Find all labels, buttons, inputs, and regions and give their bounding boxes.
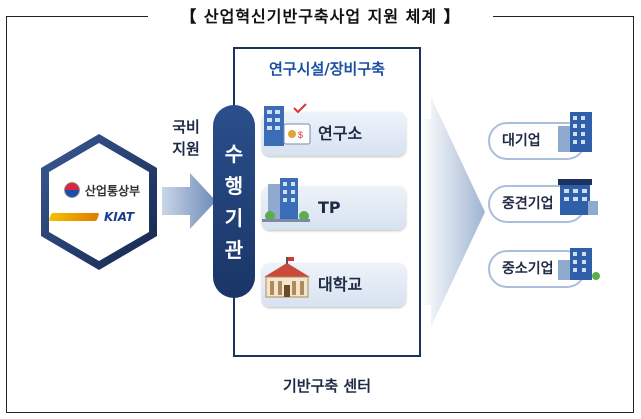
mid-company-icon: [558, 179, 598, 215]
funding-label: 국비 지원: [158, 116, 214, 160]
kiat-swoosh-icon: [48, 213, 100, 221]
small-company-icon: [558, 248, 600, 280]
institution-label: TP: [318, 198, 341, 217]
hexagon-shape: [41, 134, 157, 270]
center-footer: 기반구축 센터: [282, 377, 372, 395]
university-icon: [264, 257, 310, 298]
funding-label-line2: 지원: [172, 140, 200, 158]
company-label: 중소기업: [502, 261, 554, 277]
large-company-icon: [558, 112, 592, 152]
ministry-hexagon: 산업통상부 KIAT: [38, 132, 160, 272]
ministry-logo: 산업통상부: [52, 180, 152, 200]
taegeuk-icon: [63, 182, 80, 198]
company-mid: 중견기업: [488, 179, 598, 223]
funding-label-line1: 국비: [172, 118, 200, 136]
kiat-logo: KIAT: [48, 208, 150, 226]
institution-label: 대학교: [318, 275, 363, 294]
executor-pill: 수 행 기 관: [213, 105, 255, 298]
company-label: 중견기업: [502, 196, 554, 212]
company-label: 대기업: [502, 133, 541, 149]
institution-label: 연구소: [318, 124, 363, 143]
support-arrow-icon: [421, 97, 485, 327]
diagram-title: 【 산업혁신기반구축사업 지원 체계 】: [148, 6, 493, 28]
center-header: 연구시설/장비구축: [269, 60, 385, 78]
executor-char: 관: [224, 237, 244, 262]
institution-research: $ 연구소: [262, 103, 406, 156]
company-large: 대기업: [488, 112, 592, 160]
svg-text:$: $: [298, 130, 303, 140]
institution-tp: TP: [262, 178, 406, 230]
lab-building-icon: $: [264, 103, 311, 146]
office-building-icon: [262, 178, 310, 222]
executor-char: 기: [224, 205, 244, 230]
funding-arrow-icon: [162, 173, 216, 229]
kiat-name: KIAT: [104, 210, 135, 224]
institution-university: 대학교: [262, 257, 406, 307]
executor-char: 행: [224, 173, 244, 198]
ministry-name: 산업통상부: [84, 183, 141, 198]
company-small: 중소기업: [488, 248, 600, 288]
executor-char: 수: [224, 141, 244, 166]
